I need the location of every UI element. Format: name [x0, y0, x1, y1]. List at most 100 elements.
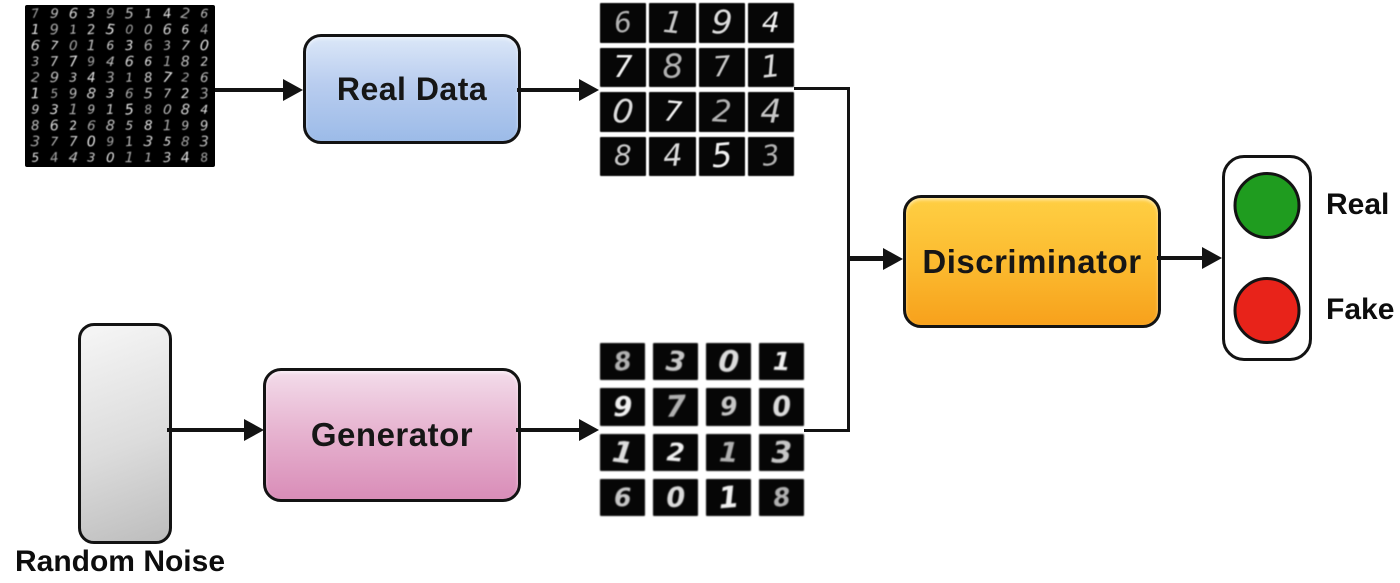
- digit-tile: 4: [200, 102, 209, 118]
- digit-tile: 4: [180, 150, 192, 166]
- digit-tile: 7: [30, 6, 41, 22]
- digit-tile: 6: [144, 54, 153, 70]
- digit-tile: 3: [87, 6, 96, 22]
- digit-tile: 3: [68, 70, 78, 86]
- digit-tile: 6: [600, 478, 645, 516]
- digit-tile: 4: [105, 54, 116, 70]
- discriminator-node: Discriminator: [903, 195, 1161, 328]
- digit-tile: 1: [30, 86, 41, 102]
- digit-tile: 2: [180, 6, 192, 22]
- digit-tile: 0: [86, 134, 97, 150]
- digit-tile: 9: [698, 3, 745, 43]
- digit-tile: 3: [124, 38, 135, 54]
- digit-tile: 6: [124, 54, 135, 70]
- digit-tile: 5: [162, 134, 172, 150]
- digit-tile: 1: [143, 6, 153, 22]
- digit-tile: 7: [698, 47, 745, 87]
- digit-tile: 0: [653, 478, 698, 516]
- digit-tile: 2: [698, 92, 745, 132]
- digit-tile: 9: [106, 134, 115, 150]
- digit-tile: 6: [200, 6, 210, 22]
- digit-tile: 8: [105, 118, 116, 134]
- output-indicator: [1222, 155, 1312, 361]
- digit-tile: 6: [181, 22, 190, 38]
- arrowhead-icon: [1202, 247, 1222, 269]
- digit-tile: 0: [124, 22, 134, 38]
- digit-tile: 8: [759, 478, 804, 516]
- digit-tile: 8: [86, 86, 98, 102]
- digit-tile: 3: [747, 136, 794, 176]
- digit-tile: 0: [161, 102, 172, 118]
- generator-label: Generator: [310, 416, 474, 453]
- arrowhead-icon: [579, 79, 599, 101]
- digit-tile: 9: [181, 118, 191, 134]
- connector-line: [847, 256, 884, 261]
- digit-tile: 1: [759, 343, 804, 381]
- digit-tile: 1: [31, 22, 40, 38]
- digit-tile: 0: [68, 38, 78, 54]
- digit-tile: 4: [49, 150, 60, 166]
- digit-tile: 8: [143, 102, 153, 118]
- digit-tile: 3: [106, 86, 116, 102]
- real-data-label: Real Data: [336, 70, 488, 107]
- digit-tile: 2: [68, 118, 78, 134]
- digit-tile: 6: [199, 70, 210, 86]
- digit-tile: 2: [86, 22, 97, 38]
- digit-tile: 3: [31, 54, 40, 70]
- digit-tile: 6: [142, 38, 154, 54]
- digit-tile: 7: [67, 54, 79, 70]
- digit-tile: 2: [653, 433, 698, 471]
- discriminator-label: Discriminator: [922, 242, 1142, 280]
- digit-tile: 9: [106, 6, 115, 22]
- digit-tile: 1: [68, 22, 78, 38]
- fake-light-icon: [1233, 277, 1301, 344]
- digit-tile: 4: [747, 3, 794, 43]
- digit-tile: 6: [162, 22, 172, 38]
- real-data-node: Real Data: [303, 34, 521, 144]
- digit-tile: 5: [124, 6, 135, 22]
- digit-tile: 7: [653, 388, 698, 426]
- connector-line: [794, 87, 850, 90]
- digit-tile: 3: [759, 433, 804, 471]
- digit-tile: 3: [30, 134, 41, 150]
- digit-tile: 8: [143, 118, 153, 134]
- digit-tile: 5: [125, 118, 134, 134]
- digit-tile: 5: [124, 102, 135, 118]
- random-noise-label: Random Noise: [14, 545, 226, 578]
- digit-tile: 1: [105, 102, 116, 118]
- digit-tile: 1: [68, 102, 78, 118]
- digit-tile: 1: [125, 70, 134, 86]
- digit-tile: 3: [199, 134, 210, 150]
- digit-tile: 9: [199, 118, 210, 134]
- digit-tile: 8: [199, 150, 210, 166]
- digit-tile: 9: [67, 86, 78, 102]
- digit-tile: 7: [180, 38, 191, 54]
- digit-tile: 3: [105, 70, 116, 86]
- digit-tile: 9: [87, 54, 97, 70]
- digit-tile: 6: [124, 86, 135, 102]
- digit-tile: 9: [49, 70, 60, 86]
- digit-tile: 8: [600, 136, 647, 176]
- digit-tile: 5: [49, 86, 59, 102]
- digit-tile: 7: [49, 38, 59, 54]
- digit-tile: 3: [49, 102, 59, 118]
- digit-tile: 7: [162, 86, 171, 102]
- digit-tile: 8: [649, 47, 696, 87]
- digit-tile: 9: [30, 102, 40, 118]
- digit-tile: 8: [600, 343, 645, 381]
- generator-node: Generator: [263, 368, 521, 502]
- digit-tile: 1: [706, 478, 751, 516]
- digit-tile: 9: [49, 22, 60, 38]
- digit-tile: 1: [124, 134, 135, 150]
- arrowhead-icon: [883, 247, 903, 270]
- digit-tile: 8: [180, 54, 191, 70]
- digit-tile: 6: [48, 118, 60, 134]
- digit-tile: 0: [105, 150, 116, 166]
- digit-tile: 1: [124, 150, 135, 166]
- digit-tile: 7: [49, 54, 59, 70]
- digit-tile: 0: [706, 343, 751, 381]
